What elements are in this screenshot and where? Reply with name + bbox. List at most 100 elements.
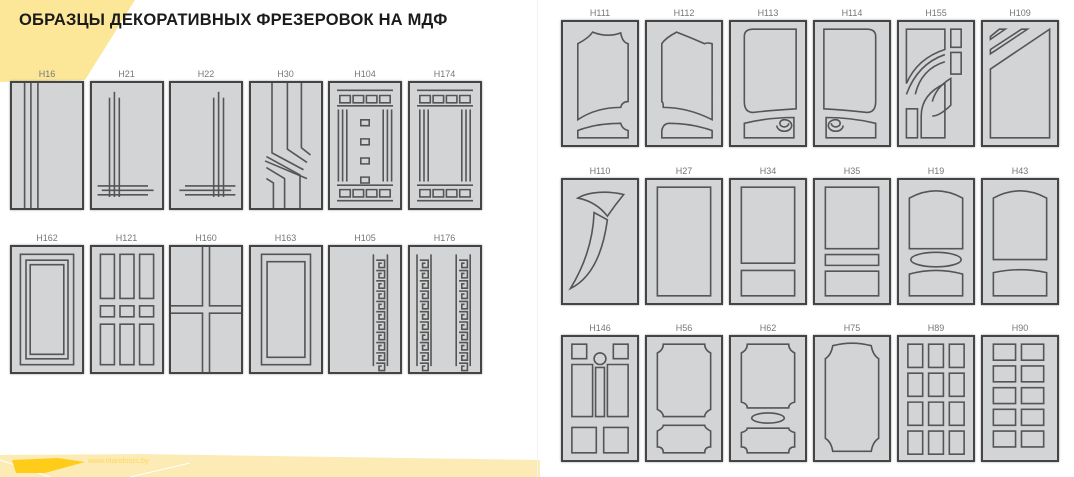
door-sample-h89: H89: [897, 323, 975, 462]
door-sample-h43: H43: [981, 166, 1059, 305]
door-panel-drawing: [645, 20, 723, 147]
door-sample-h109: H109: [981, 8, 1059, 147]
door-sample-h160: H160: [169, 233, 243, 374]
page-title: ОБРАЗЦЫ ДЕКОРАТИВНЫХ ФРЕЗЕРОВОК НА МДФ: [19, 11, 448, 29]
milling-pattern: [647, 22, 721, 145]
door-panel-drawing: [10, 245, 84, 374]
door-sample-h16: H16: [10, 69, 84, 210]
door-sample-h104: H104: [328, 69, 402, 210]
door-panel-drawing: [897, 178, 975, 305]
door-sample-label: H90: [1011, 323, 1029, 333]
door-panel-drawing: [645, 178, 723, 305]
milling-pattern: [330, 83, 400, 208]
door-sample-label: H43: [1011, 166, 1029, 176]
door-sample-h27: H27: [645, 166, 723, 305]
door-sample-h114: H114: [813, 8, 891, 147]
milling-pattern: [563, 337, 637, 460]
door-sample-h75: H75: [813, 323, 891, 462]
door-sample-label: H121: [115, 233, 138, 243]
door-panel-drawing: [561, 20, 639, 147]
milling-pattern: [251, 247, 321, 372]
door-sample-h176: H176: [407, 233, 482, 374]
door-sample-label: H109: [1009, 8, 1031, 18]
door-sample-h162: H162: [10, 233, 84, 374]
door-sample-label: H34: [759, 166, 777, 176]
door-panel-drawing: [645, 335, 723, 462]
milling-pattern: [563, 22, 637, 145]
door-sample-h121: H121: [89, 233, 164, 374]
door-sample-h21: H21: [89, 69, 164, 210]
door-sample-h174: H174: [407, 69, 482, 210]
door-sample-label: H19: [927, 166, 945, 176]
door-panel-drawing: [813, 335, 891, 462]
door-sample-h35: H35: [813, 166, 891, 305]
door-panel-drawing: [328, 81, 402, 210]
door-sample-h22: H22: [169, 69, 243, 210]
milling-pattern: [410, 247, 480, 372]
milling-pattern: [647, 180, 721, 303]
door-sample-label: H62: [759, 323, 777, 333]
door-sample-label: H22: [197, 69, 215, 79]
door-sample-label: H163: [274, 233, 297, 243]
door-panel-drawing: [729, 335, 807, 462]
milling-pattern: [563, 180, 637, 303]
milling-pattern: [251, 83, 321, 208]
milling-pattern: [731, 22, 805, 145]
milling-pattern: [92, 247, 162, 372]
door-sample-h113: H113: [729, 8, 807, 147]
door-panel-drawing: [169, 81, 243, 210]
milling-pattern: [815, 180, 889, 303]
door-sample-h111: H111: [561, 8, 639, 147]
door-panel-drawing: [729, 178, 807, 305]
door-sample-h30: H30: [248, 69, 323, 210]
milling-pattern: [171, 247, 241, 372]
door-sample-label: H89: [927, 323, 945, 333]
milling-pattern: [983, 180, 1057, 303]
milling-pattern: [899, 180, 973, 303]
milling-pattern: [12, 247, 82, 372]
door-panel-drawing: [813, 178, 891, 305]
door-panel-drawing: [407, 81, 482, 210]
door-sample-label: H56: [675, 323, 693, 333]
milling-pattern: [410, 83, 480, 208]
milling-pattern: [330, 247, 400, 372]
milling-pattern: [983, 22, 1057, 145]
door-sample-h105: H105: [328, 233, 402, 374]
door-panel-drawing: [729, 20, 807, 147]
milling-pattern: [899, 337, 973, 460]
door-sample-label: H176: [433, 233, 456, 243]
door-sample-label: H111: [589, 8, 611, 18]
door-panel-drawing: [248, 81, 323, 210]
door-sample-h112: H112: [645, 8, 723, 147]
milling-pattern: [92, 83, 162, 208]
door-sample-h56: H56: [645, 323, 723, 462]
door-sample-label: H146: [589, 323, 611, 333]
door-sample-label: H104: [354, 69, 376, 79]
milling-pattern: [731, 180, 805, 303]
door-sample-h146: H146: [561, 323, 639, 462]
door-sample-label: H30: [277, 69, 294, 79]
door-sample-h62: H62: [729, 323, 807, 462]
door-panel-drawing: [561, 178, 639, 305]
milling-pattern: [983, 337, 1057, 460]
door-panel-drawing: [10, 81, 84, 210]
door-sample-label: H27: [675, 166, 693, 176]
milling-pattern: [815, 22, 889, 145]
website-link[interactable]: www.titandoors.by: [88, 456, 149, 465]
door-sample-h155: H155: [897, 8, 975, 147]
door-sample-label: H162: [36, 233, 58, 243]
milling-pattern: [171, 83, 241, 208]
door-panel-drawing: [897, 335, 975, 462]
milling-pattern: [815, 337, 889, 460]
milling-pattern: [899, 22, 973, 145]
milling-pattern: [12, 83, 82, 208]
door-sample-label: H160: [195, 233, 217, 243]
door-sample-label: H21: [118, 69, 135, 79]
door-panel-drawing: [981, 20, 1059, 147]
milling-pattern: [647, 337, 721, 460]
door-panel-drawing: [981, 335, 1059, 462]
door-panel-drawing: [981, 178, 1059, 305]
door-panel-drawing: [328, 245, 402, 374]
door-sample-label: H110: [589, 166, 611, 176]
